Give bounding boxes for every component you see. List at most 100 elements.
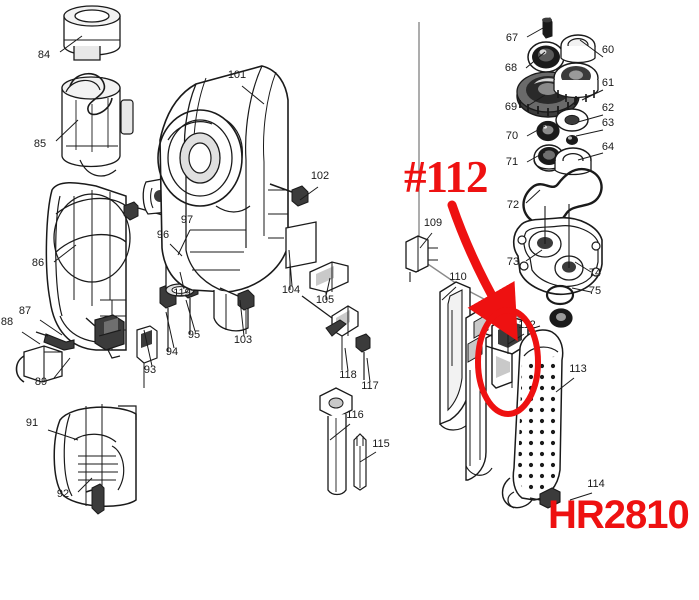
part-62-flat-washer <box>555 108 589 132</box>
callout-leader-line <box>179 271 185 290</box>
callout-leader-line <box>526 27 544 38</box>
callout-leader-line <box>165 311 175 349</box>
callout-leader-line <box>555 377 575 393</box>
callout-number-71: 71 <box>506 156 518 168</box>
callout-leader-line <box>59 35 83 53</box>
callout-number-95: 95 <box>188 329 200 341</box>
callout-leader-line <box>579 39 604 58</box>
highlight-part-number-label: #112 <box>404 152 489 202</box>
callout-number-91: 91 <box>26 417 38 429</box>
callout-label-group-left: 8485868788899192939495969710110210310410… <box>1 35 390 500</box>
callout-number-69: 69 <box>505 101 517 113</box>
callout-leader-line <box>525 94 546 108</box>
callout-number-105: 105 <box>316 294 334 306</box>
callout-leader-line <box>569 492 593 501</box>
part-118-switch-lever <box>301 295 359 370</box>
callout-number-62: 62 <box>602 102 614 114</box>
callout-number-87: 87 <box>19 305 31 317</box>
callout-leader-line <box>299 186 319 201</box>
callout-number-93: 93 <box>144 364 156 376</box>
callout-leader-line <box>325 277 331 297</box>
part-114-cord-clamp <box>529 487 561 509</box>
callout-leader-line <box>577 114 604 123</box>
part-103-tapping-screw <box>219 287 255 334</box>
highlight-arrow <box>447 200 518 342</box>
callout-leader-line <box>53 357 71 379</box>
callout-leader-line <box>525 51 546 69</box>
part-87-brush-holder <box>85 314 125 359</box>
callout-leader-line <box>581 89 604 101</box>
callout-leader-line <box>288 249 293 287</box>
callout-number-86: 86 <box>32 257 44 269</box>
callout-leader-line <box>575 129 604 137</box>
part-116-hex-bolt <box>319 387 353 496</box>
part-86-motor-housing <box>45 182 131 351</box>
callout-leader-line <box>169 243 183 257</box>
part-91-motor-cover <box>53 404 137 508</box>
callout-number-103: 103 <box>234 334 252 346</box>
part-67-spring-pin <box>542 17 553 39</box>
part-88-carbon-brush <box>35 331 75 351</box>
callout-leader-line <box>419 232 433 249</box>
callout-number-85: 85 <box>34 138 46 150</box>
callout-number-73: 73 <box>507 256 519 268</box>
callout-number-116: 116 <box>346 409 364 421</box>
part-102-tapping-screw <box>269 183 309 207</box>
callout-number-61: 61 <box>602 77 614 89</box>
callout-leader-line <box>441 286 457 301</box>
highlight-ellipse <box>475 307 541 417</box>
callout-leader-line <box>241 85 265 105</box>
callout-number-60: 60 <box>602 44 614 56</box>
callout-number-109: 109 <box>424 217 442 229</box>
part-61-helical-gear <box>553 62 599 104</box>
model-number-label: HR2810 <box>548 493 690 537</box>
callout-number-70: 70 <box>506 130 518 142</box>
part-84-fan-baffle <box>63 5 121 61</box>
callout-leader-line <box>39 319 63 336</box>
callout-label-group-right: 6768697071606162636472737475109110112113… <box>419 27 614 501</box>
callout-number-115: 115 <box>372 438 390 450</box>
callout-leader-line <box>47 429 79 441</box>
callout-number-110: 110 <box>449 271 467 283</box>
part-93-terminal <box>136 325 158 388</box>
callout-number-96: 96 <box>157 229 169 241</box>
callout-number-75: 75 <box>589 285 601 297</box>
part-101-crank-housing <box>157 65 289 332</box>
callout-leader-line <box>143 329 153 367</box>
callout-number-104: 104 <box>282 284 300 296</box>
callout-leader-line <box>359 451 377 463</box>
callout-leader-line <box>577 152 604 161</box>
callout-leader-line <box>55 119 79 142</box>
part-92-tapping-screw <box>85 483 105 515</box>
callout-number-63: 63 <box>602 117 614 129</box>
callout-leader-line <box>571 287 592 293</box>
callout-number-113: 113 <box>569 363 587 375</box>
callout-leader-line <box>177 229 191 256</box>
part-117-screw <box>355 333 371 380</box>
callout-number-84: 84 <box>38 49 50 61</box>
part-104-name-plate <box>285 221 317 290</box>
callout-leader-line <box>526 151 546 163</box>
callout-number-119: 119 <box>173 287 191 299</box>
callout-leader-line <box>344 347 349 372</box>
callout-number-102: 102 <box>311 170 329 182</box>
callout-number-74: 74 <box>589 267 601 279</box>
callout-number-97: 97 <box>181 214 193 226</box>
callout-leader-line <box>574 261 592 273</box>
part-109-cord-guide <box>405 235 438 282</box>
callout-leader-line <box>366 357 371 383</box>
callout-number-67: 67 <box>506 32 518 44</box>
callout-number-64: 64 <box>602 141 614 153</box>
callout-leader-line <box>77 477 93 493</box>
part-75-steel-ball <box>549 308 573 328</box>
part-74-o-ring <box>545 284 575 306</box>
part-73-gear-housing-cover <box>512 204 603 296</box>
callout-leader-line <box>53 244 77 263</box>
part-68-bearing <box>527 41 565 73</box>
part-64-bearing <box>554 147 592 176</box>
callout-number-92: 92 <box>57 488 69 500</box>
callout-leader-line <box>329 423 351 441</box>
callout-number-68: 68 <box>505 62 517 74</box>
part-60-bearing-box <box>560 34 596 64</box>
